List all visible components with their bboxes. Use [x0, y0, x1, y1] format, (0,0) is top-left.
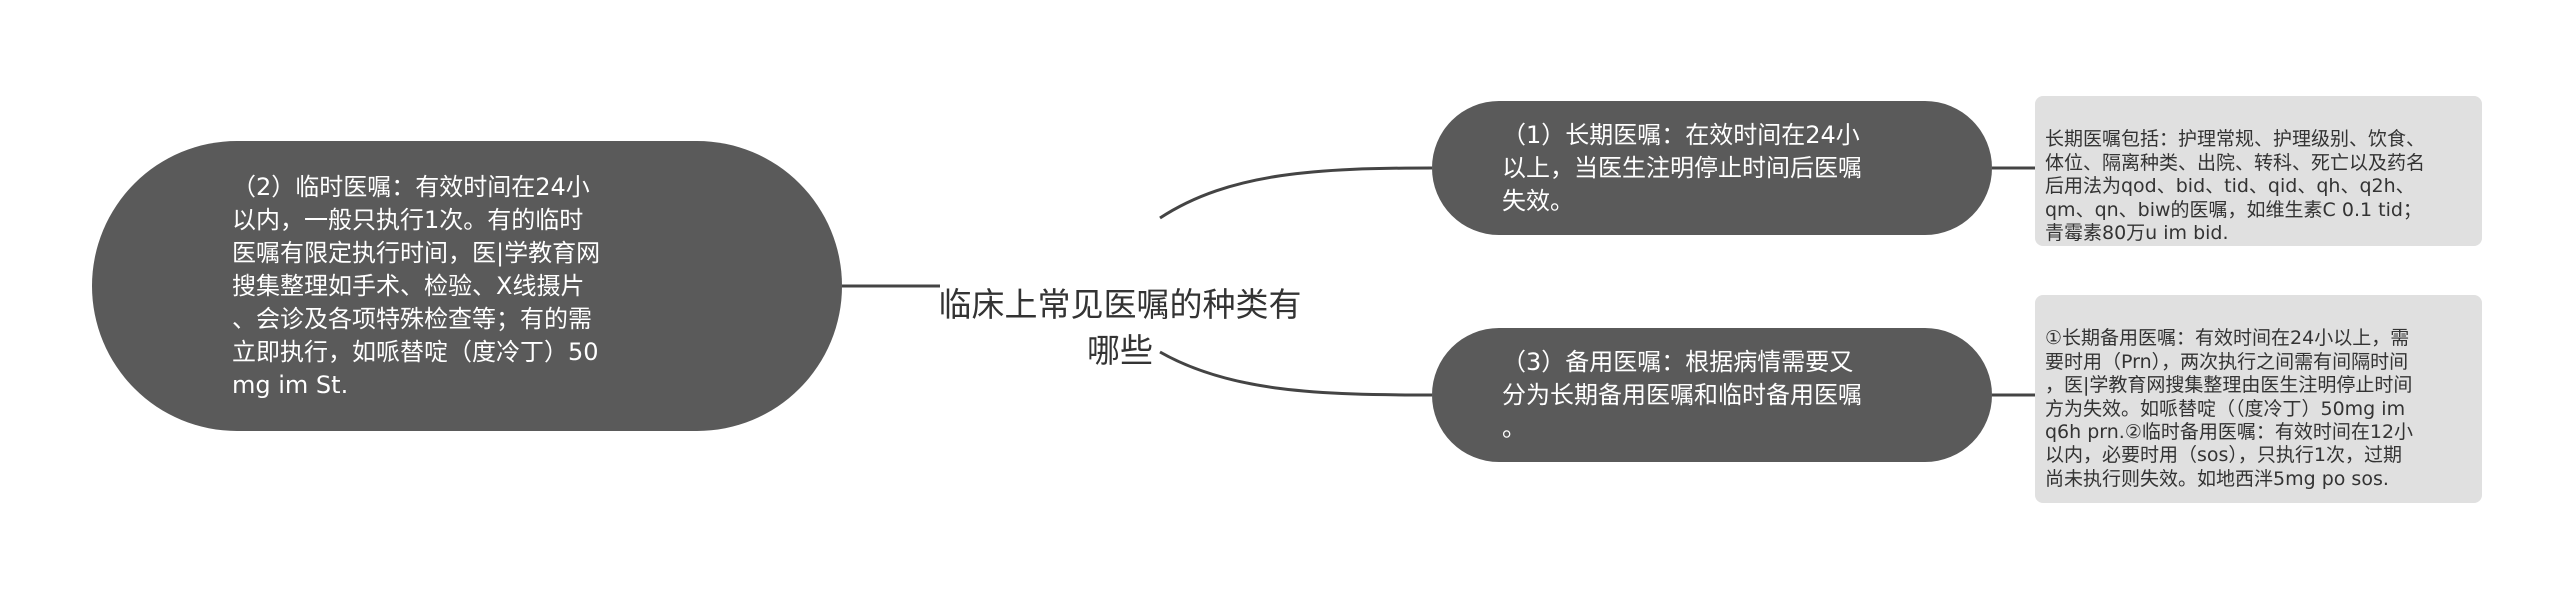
root-topic-text: 临床上常见医嘱的种类有 哪些: [938, 285, 1302, 370]
topic-standby-orders[interactable]: （3）备用医嘱：根据病情需要又 分为长期备用医嘱和临时备用医嘱 。: [1432, 328, 1992, 462]
topic-long-term-orders-text: （1）长期医嘱：在效时间在24小 以上，当医生注明停止时间后医嘱 失效。: [1502, 120, 1862, 215]
note-long-term-orders[interactable]: 长期医嘱包括：护理常规、护理级别、饮食、 体位、隔离种类、出院、转科、死亡以及药…: [2035, 96, 2482, 246]
connector-root-to-standby: [1159, 350, 1433, 397]
connector-root-to-long-term: [1159, 166, 1433, 220]
note-standby-orders[interactable]: ①长期备用医嘱：有效时间在24小以上，需 要时用（Prn），两次执行之间需有间隔…: [2035, 295, 2482, 503]
note-long-term-orders-text: 长期医嘱包括：护理常规、护理级别、饮食、 体位、隔离种类、出院、转科、死亡以及药…: [2045, 128, 2426, 245]
root-topic[interactable]: 临床上常见医嘱的种类有 哪些: [900, 236, 1340, 370]
topic-standby-orders-text: （3）备用医嘱：根据病情需要又 分为长期备用医嘱和临时备用医嘱 。: [1502, 347, 1862, 442]
topic-temporary-orders[interactable]: （2）临时医嘱：有效时间在24小 以内，一般只执行1次。有的临时 医嘱有限定执行…: [92, 141, 842, 431]
topic-temporary-orders-text: （2）临时医嘱：有效时间在24小 以内，一般只执行1次。有的临时 医嘱有限定执行…: [232, 172, 601, 399]
note-standby-orders-text: ①长期备用医嘱：有效时间在24小以上，需 要时用（Prn），两次执行之间需有间隔…: [2045, 327, 2414, 490]
topic-long-term-orders[interactable]: （1）长期医嘱：在效时间在24小 以上，当医生注明停止时间后医嘱 失效。: [1432, 101, 1992, 235]
